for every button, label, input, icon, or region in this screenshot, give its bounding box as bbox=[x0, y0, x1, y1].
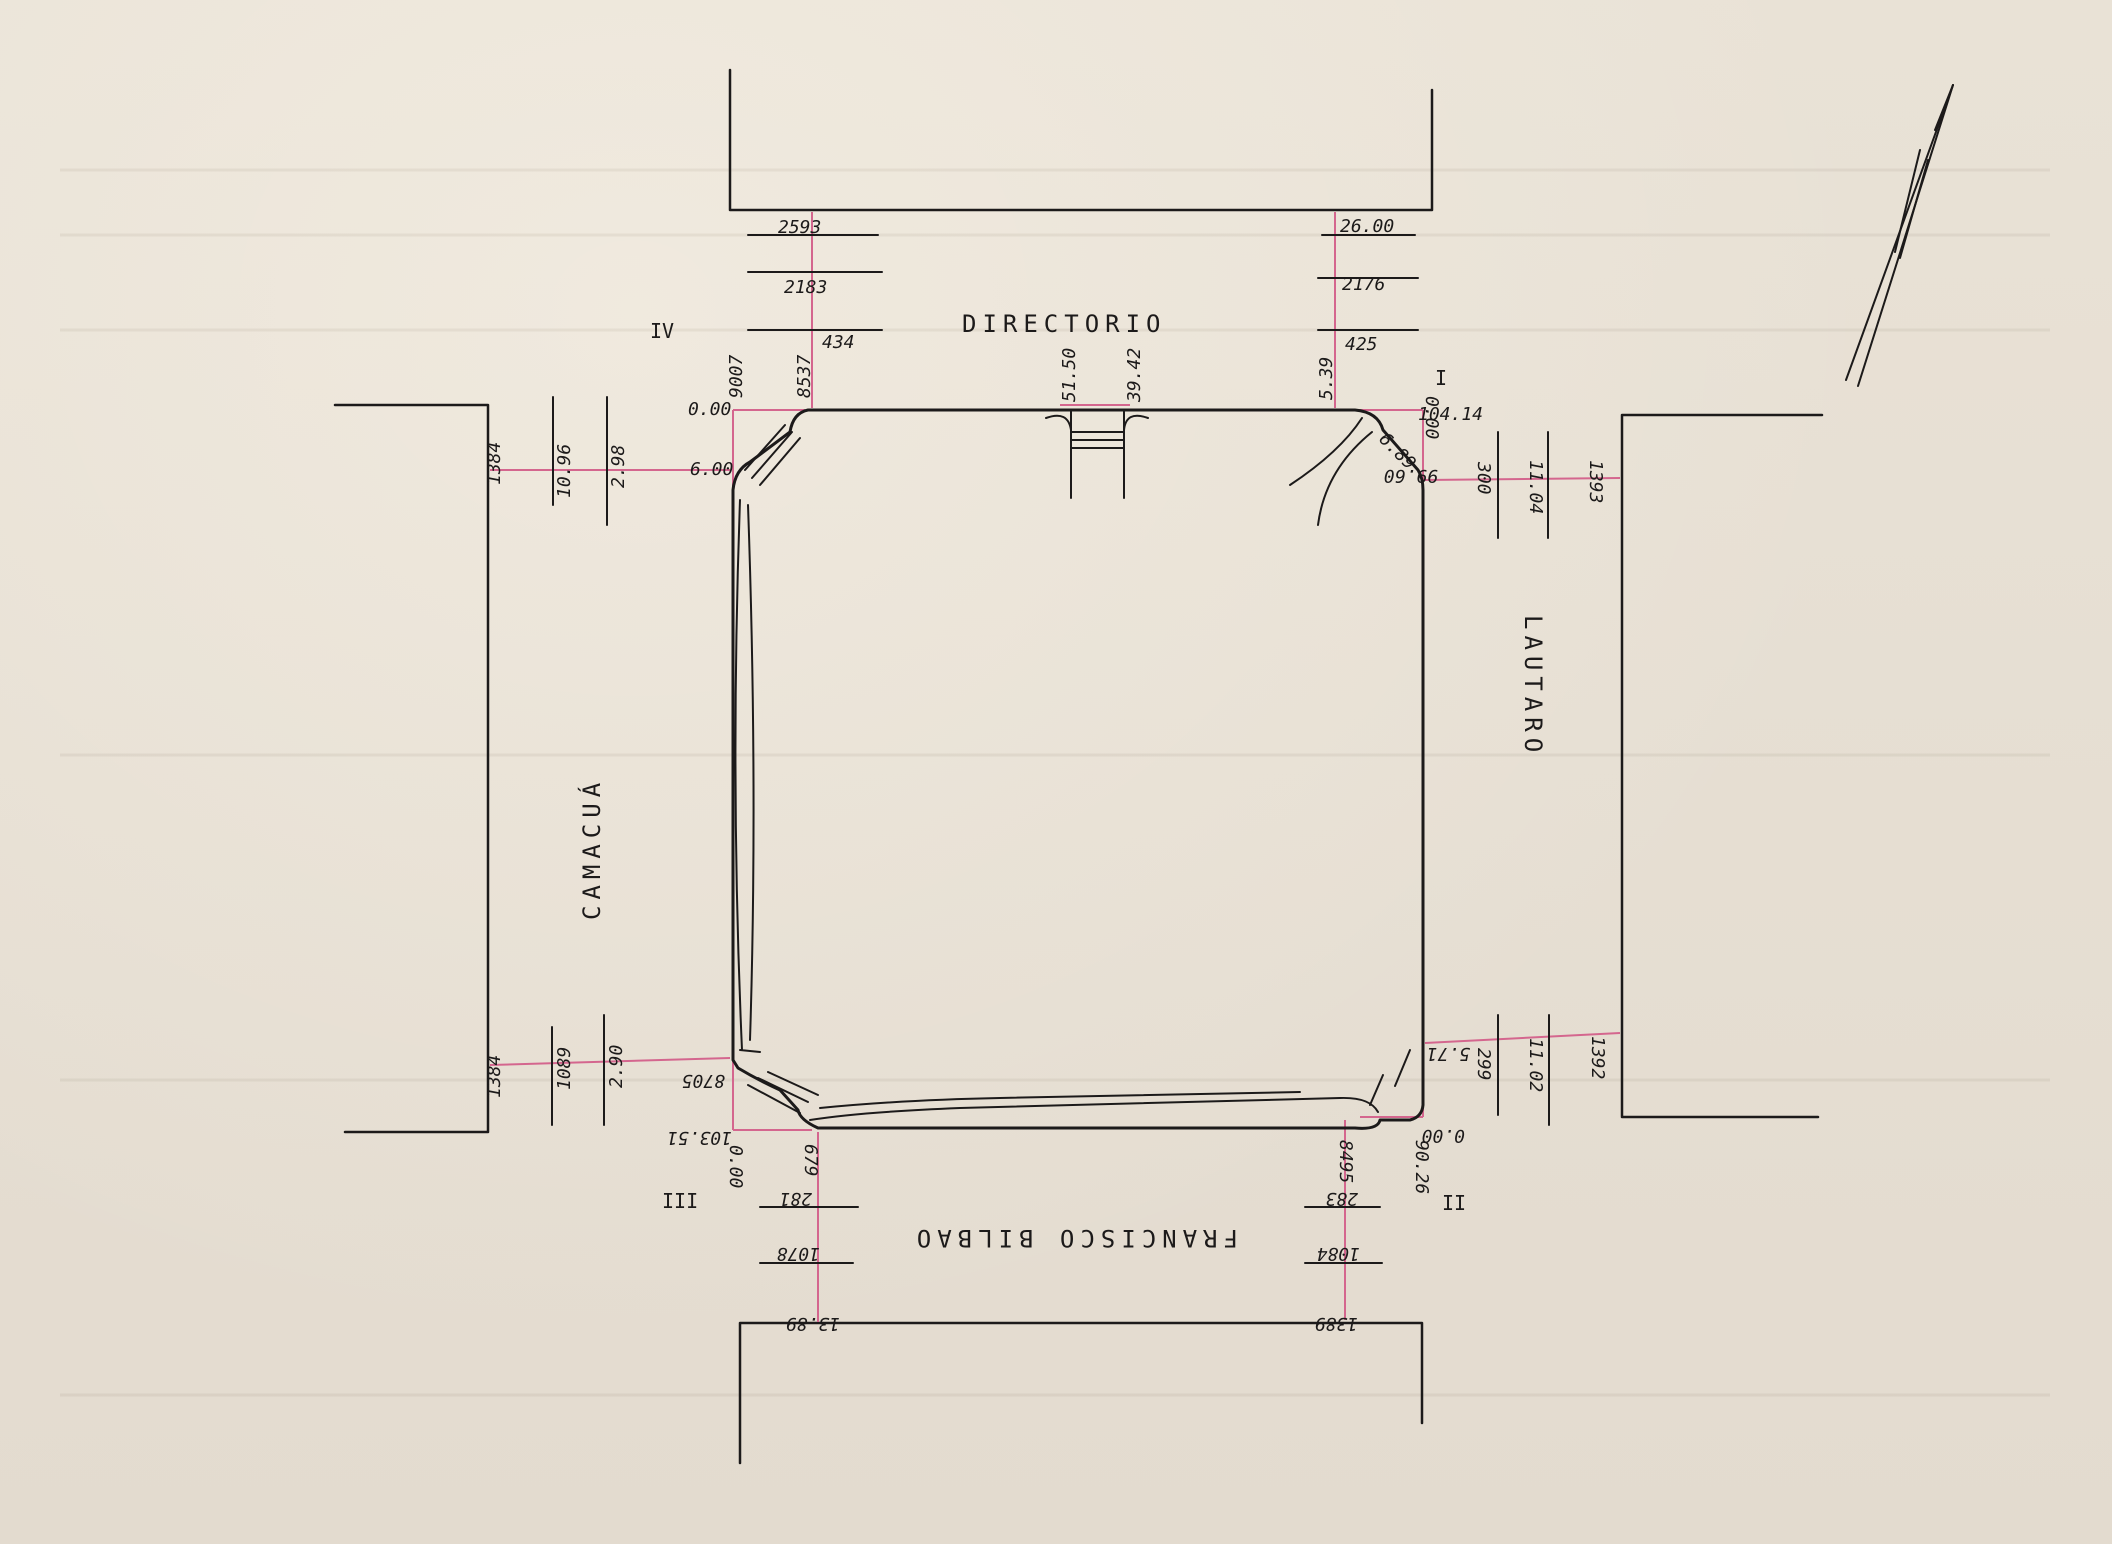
measure-label: 104.14 bbox=[1418, 404, 1483, 425]
street-east-label: LAUTARO bbox=[1519, 615, 1547, 758]
street-west-label: CAMACUÁ bbox=[577, 777, 606, 920]
measure-label: 1078 bbox=[777, 1243, 820, 1264]
measure-label: 1389 bbox=[1315, 1313, 1358, 1334]
measure-label: 2593 bbox=[778, 217, 821, 238]
measure-label: 8705 bbox=[682, 1070, 725, 1091]
street-north-label: DIRECTORIO bbox=[962, 310, 1167, 338]
corner-se-label: II bbox=[1442, 1191, 1466, 1215]
measure-label: 11.04 bbox=[1525, 460, 1546, 514]
measure-label: 0.00 bbox=[1422, 1125, 1465, 1146]
measure-label: 11.02 bbox=[1525, 1038, 1546, 1092]
corner-sw-label: III bbox=[662, 1189, 698, 1213]
paper-texture bbox=[60, 168, 2050, 1397]
measure-label: 1384 bbox=[484, 442, 505, 485]
measure-label: 6.00 bbox=[690, 459, 733, 480]
measure-label: 1089 bbox=[554, 1047, 575, 1090]
measure-label: 2.90 bbox=[606, 1045, 627, 1088]
measure-label: 8495 bbox=[1335, 1140, 1356, 1183]
measure-label: 39.42 bbox=[1124, 348, 1145, 403]
measure-label: 1384 bbox=[484, 1055, 505, 1098]
measure-label: 1392 bbox=[1587, 1036, 1608, 1079]
measure-label: 0.00 bbox=[1421, 396, 1442, 439]
measure-label: 679 bbox=[800, 1144, 821, 1177]
measurement-lines bbox=[489, 212, 1621, 1322]
measure-label: 13.89 bbox=[786, 1313, 840, 1334]
measure-label: 300 bbox=[1473, 461, 1494, 495]
street-south-label: FRANCISCO BILBAO bbox=[911, 1224, 1238, 1252]
measure-label: 51.50 bbox=[1059, 348, 1080, 402]
west-neighbor-block bbox=[333, 403, 490, 1134]
measure-label: 0.00 bbox=[725, 1145, 746, 1188]
measure-label: 10.96 bbox=[554, 444, 575, 498]
measure-label: 2183 bbox=[784, 277, 827, 298]
corner-nw-label: IV bbox=[650, 319, 674, 343]
north-neighbor-block bbox=[728, 68, 1434, 212]
measure-label: 283 bbox=[1325, 1188, 1358, 1209]
corner-ne-label: I bbox=[1435, 366, 1447, 390]
measure-label: 425 bbox=[1345, 334, 1378, 355]
measure-label: 90.26 bbox=[1411, 1140, 1432, 1194]
measure-label: 5.39 bbox=[1316, 357, 1337, 400]
measure-label: 1393 bbox=[1585, 460, 1606, 503]
measure-label: 5.71 bbox=[1427, 1043, 1470, 1064]
measure-label: 281 bbox=[779, 1188, 812, 1209]
measure-label: 26.00 bbox=[1340, 216, 1394, 237]
measure-label: 8537 bbox=[794, 354, 815, 398]
measure-label: 0.00 bbox=[688, 399, 731, 420]
north-arrow-icon bbox=[1845, 84, 1954, 387]
main-block bbox=[731, 408, 1425, 1130]
neighbor-blocks bbox=[333, 68, 1824, 1465]
dimension-bars bbox=[551, 234, 1550, 1264]
measure-label: 99.60 bbox=[1384, 465, 1438, 486]
east-neighbor-block bbox=[1620, 413, 1824, 1119]
block-details bbox=[734, 409, 1411, 1121]
south-neighbor-block bbox=[738, 1321, 1424, 1465]
measure-label: 299 bbox=[1473, 1048, 1494, 1081]
measure-label: 2176 bbox=[1342, 274, 1385, 295]
measure-label: 103.51 bbox=[667, 1127, 732, 1148]
measure-label: 1084 bbox=[1317, 1243, 1360, 1264]
measure-label: 434 bbox=[822, 332, 855, 353]
measure-label: 9007 bbox=[726, 354, 747, 398]
measure-label: 2.98 bbox=[608, 445, 629, 488]
